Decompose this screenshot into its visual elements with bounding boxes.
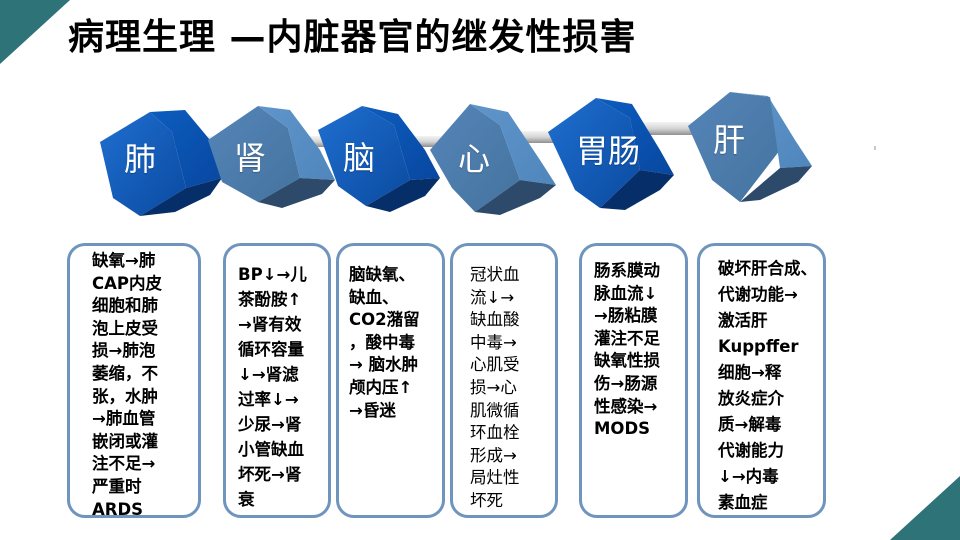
brain-description-text: 脑缺氧、 缺血、 CO2潴留 ，酸中毒 → 脑水肿 颅内压↑ →昏迷 (349, 265, 420, 420)
lung-description-box: 缺氧→肺 CAP内皮 细胞和肺 泡上皮受 损→肺泡 萎缩，不 张，水肿 →肺血管… (67, 243, 201, 519)
organ-label-brain: 脑 (343, 139, 376, 177)
organ-label-heart: 心 (458, 140, 491, 178)
organ-label-gastrointestinal: 胃肠 (576, 132, 641, 170)
organ-cube-liver (688, 92, 812, 202)
kidney-description-text: BP↓→儿 茶酚胺↑ →肾有效 循环容量 ↓→肾滤 过率↓→ 少尿→肾 小管缺血… (238, 265, 307, 509)
organ-label-lung: 肺 (124, 140, 157, 178)
corner-decoration-bottom-right (890, 476, 960, 540)
organ-cube-brain (318, 106, 440, 212)
kidney-description-box: BP↓→儿 茶酚胺↑ →肾有效 循环容量 ↓→肾滤 过率↓→ 少尿→肾 小管缺血… (223, 243, 331, 518)
lung-description-text: 缺氧→肺 CAP内皮 细胞和肺 泡上皮受 损→肺泡 萎缩，不 张，水肿 →肺血管… (92, 251, 162, 519)
organ-cube-kidney (208, 106, 335, 208)
organ-cube-heart (430, 104, 556, 215)
organ-cube-chain (100, 92, 812, 216)
page-title: 病理生理 —内脏器官的继发性损害 (68, 17, 637, 58)
organ-cube-lung (100, 110, 222, 216)
organ-cube-gastrointestinal (548, 98, 674, 210)
liver-description-box: 破坏肝合成、 代谢功能→ 激活肝 Kuppffer 细胞→释 放炎症介 质→解毒… (697, 243, 826, 518)
stray-mark (874, 146, 876, 150)
brain-description-box: 脑缺氧、 缺血、 CO2潴留 ，酸中毒 → 脑水肿 颅内压↑ →昏迷 (336, 243, 445, 518)
corner-decoration-top-left (0, 0, 70, 64)
gi-description-box: 肠系膜动 脉血流↓ →肠粘膜 灌注不足 缺氧性损 伤→肠源 性感染→ MODS (579, 243, 688, 518)
liver-description-text: 破坏肝合成、 代谢功能→ 激活肝 Kuppffer 细胞→释 放炎症介 质→解毒… (718, 259, 817, 512)
organ-label-liver: 肝 (713, 121, 746, 159)
organ-label-kidney: 肾 (234, 139, 267, 177)
heart-description-text: 冠状血 流↓→ 缺血酸 中毒→ 心肌受 损→心 肌微循 环血栓 形成→ 局灶性 … (470, 265, 520, 510)
gi-description-text: 肠系膜动 脉血流↓ →肠粘膜 灌注不足 缺氧性损 伤→肠源 性感染→ MODS (594, 261, 660, 439)
heart-description-box: 冠状血 流↓→ 缺血酸 中毒→ 心肌受 损→心 肌微循 环血栓 形成→ 局灶性 … (450, 243, 558, 518)
